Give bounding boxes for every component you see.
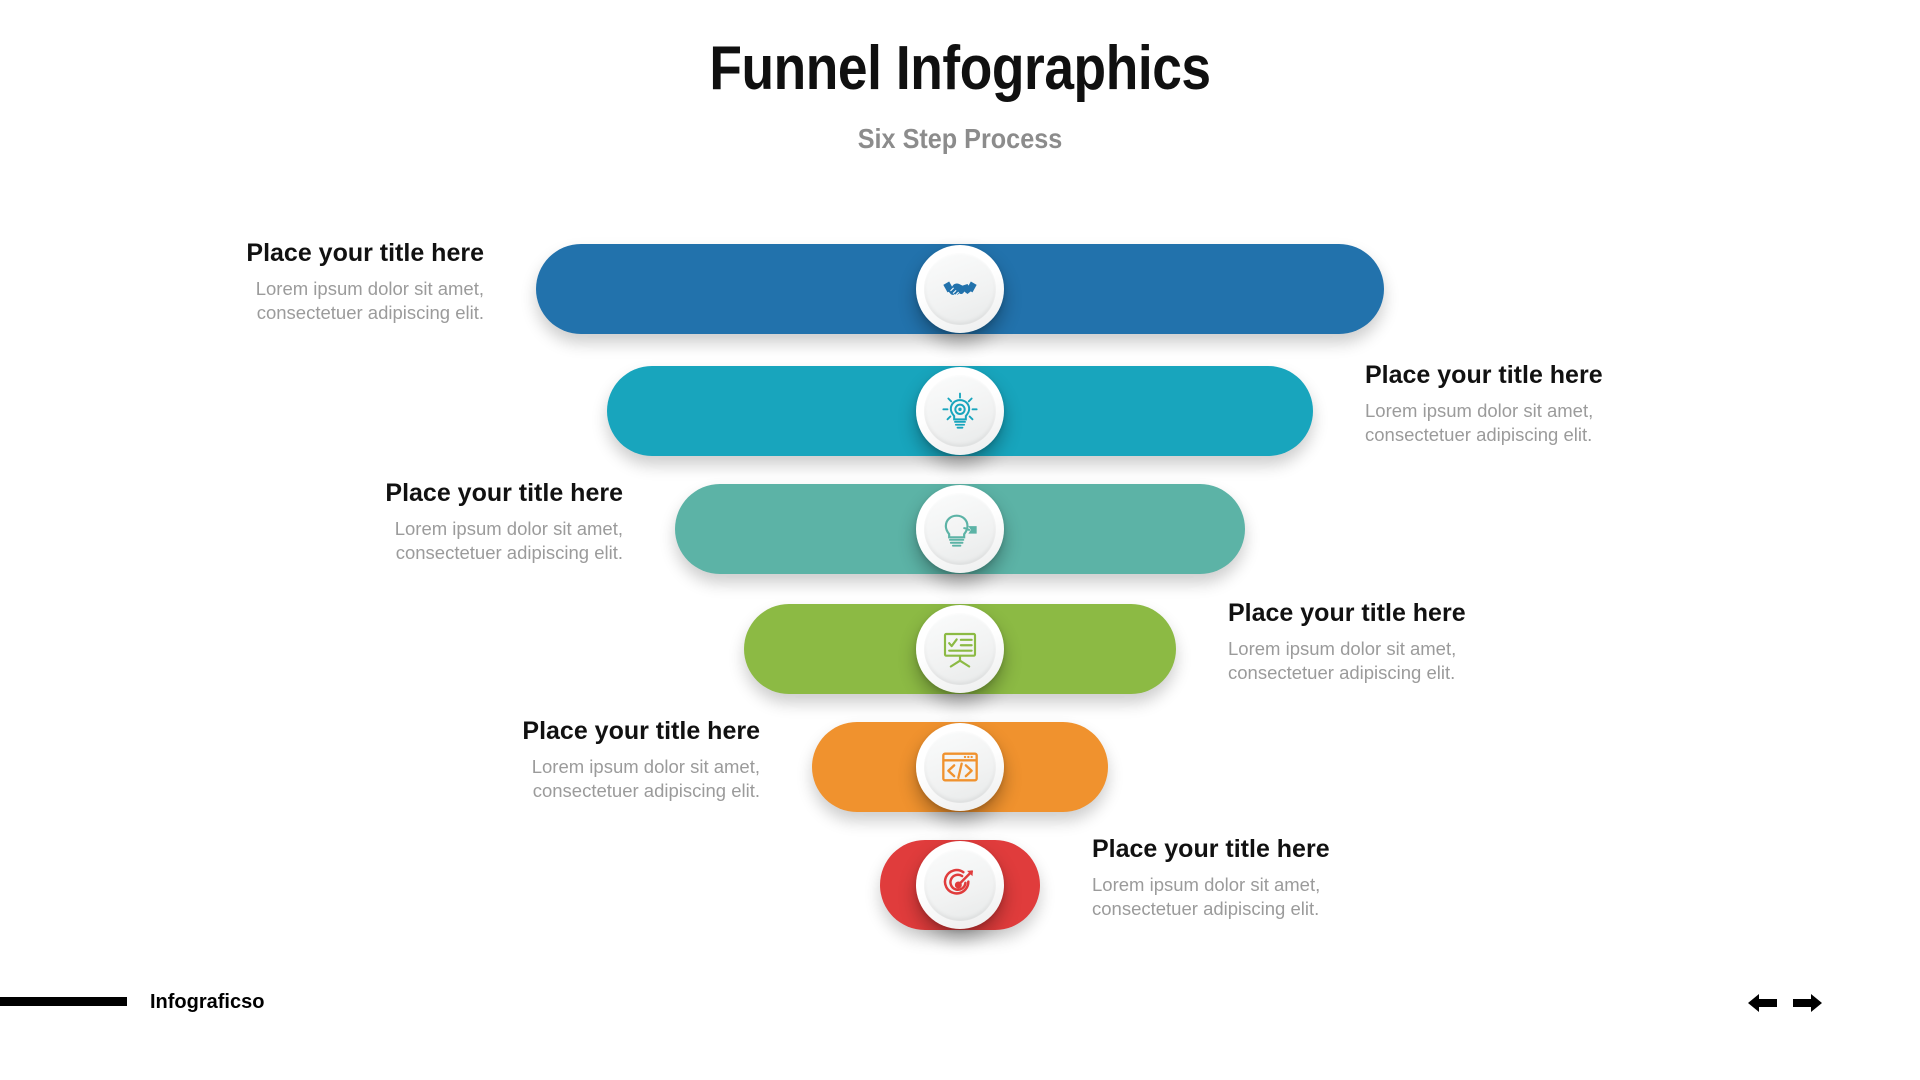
funnel-caption-title-2: Place your title here bbox=[1365, 361, 1603, 389]
arrow-left-icon[interactable] bbox=[1746, 992, 1780, 1014]
funnel-bar-5[interactable] bbox=[812, 722, 1108, 812]
page-title: Funnel Infographics bbox=[709, 34, 1211, 103]
slide-header: Funnel Infographics Six Step Process bbox=[0, 36, 1920, 155]
funnel-icon-badge-3[interactable] bbox=[916, 485, 1004, 573]
presentation-board-icon bbox=[924, 613, 996, 685]
funnel-bar-1[interactable] bbox=[536, 244, 1384, 334]
funnel-caption-body-6: Lorem ipsum dolor sit amet, consectetuer… bbox=[1092, 873, 1321, 920]
footer-accent-bar bbox=[0, 997, 127, 1006]
arrow-right-icon[interactable] bbox=[1790, 992, 1824, 1014]
funnel-bar-6[interactable] bbox=[880, 840, 1040, 930]
funnel-bar-3[interactable] bbox=[675, 484, 1245, 574]
funnel-icon-badge-2[interactable] bbox=[916, 367, 1004, 455]
funnel-caption-title-3: Place your title here bbox=[385, 479, 623, 507]
lightbulb-gear-icon bbox=[924, 375, 996, 447]
footer-brand: Infograficso bbox=[150, 991, 265, 1013]
funnel-icon-badge-6[interactable] bbox=[916, 841, 1004, 929]
funnel-caption-body-5: Lorem ipsum dolor sit amet, consectetuer… bbox=[531, 755, 760, 802]
target-arrow-icon bbox=[924, 849, 996, 921]
page-subtitle: Six Step Process bbox=[857, 123, 1063, 155]
slide-navigation bbox=[1746, 992, 1824, 1014]
code-window-icon bbox=[924, 731, 996, 803]
funnel-icon-badge-5[interactable] bbox=[916, 723, 1004, 811]
funnel-caption-title-6: Place your title here bbox=[1092, 835, 1330, 863]
funnel-icon-badge-4[interactable] bbox=[916, 605, 1004, 693]
handshake-icon bbox=[924, 253, 996, 325]
funnel-icon-badge-1[interactable] bbox=[916, 245, 1004, 333]
funnel-caption-body-3: Lorem ipsum dolor sit amet, consectetuer… bbox=[394, 517, 623, 564]
funnel-bar-4[interactable] bbox=[744, 604, 1176, 694]
funnel-caption-body-4: Lorem ipsum dolor sit amet, consectetuer… bbox=[1228, 637, 1457, 684]
funnel-bar-2[interactable] bbox=[607, 366, 1313, 456]
lightbulb-plug-icon bbox=[924, 493, 996, 565]
funnel-caption-body-1: Lorem ipsum dolor sit amet, consectetuer… bbox=[255, 277, 484, 324]
funnel-caption-title-4: Place your title here bbox=[1228, 599, 1466, 627]
funnel-caption-title-5: Place your title here bbox=[522, 717, 760, 745]
funnel-caption-title-1: Place your title here bbox=[246, 239, 484, 267]
funnel-caption-body-2: Lorem ipsum dolor sit amet, consectetuer… bbox=[1365, 399, 1594, 446]
